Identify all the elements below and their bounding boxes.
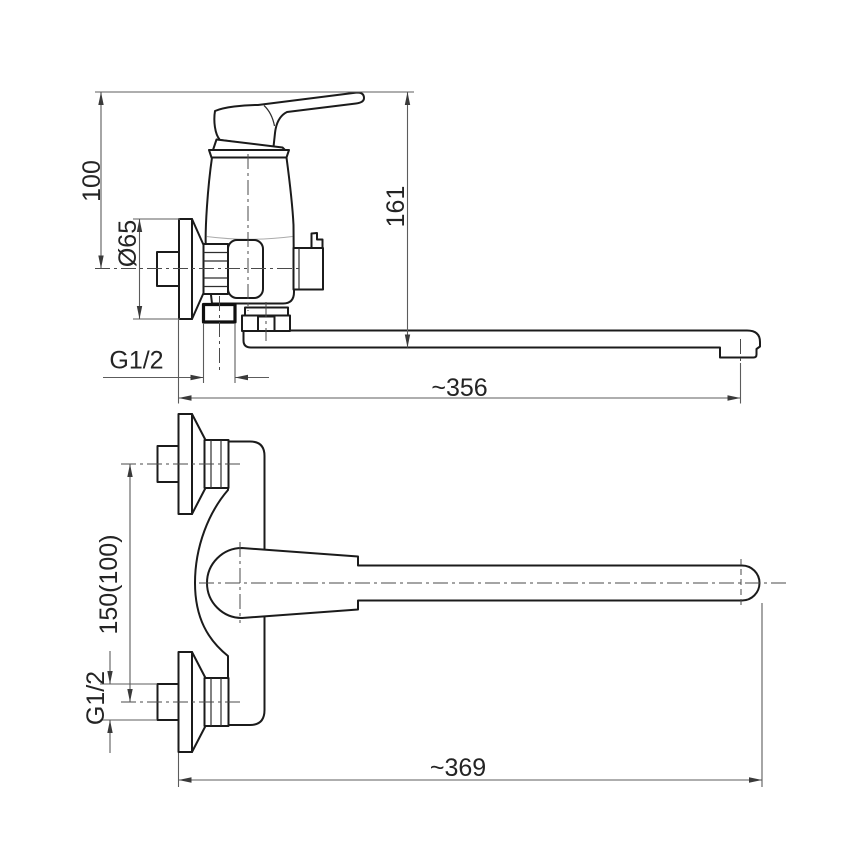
front-view-centerlines	[121, 463, 786, 703]
front-view: 150(100) G1/2 ~369	[82, 413, 786, 787]
front-view-dimensions: 150(100) G1/2 ~369	[82, 464, 763, 787]
handle-lever	[213, 91, 365, 148]
diverter-knob	[310, 232, 324, 249]
handle-cap	[208, 149, 290, 159]
side-view-dimensions: 100 Ø65 161	[78, 91, 742, 404]
dim-label-handle-height: 100	[78, 160, 106, 202]
dim-flange-diameter: Ø65	[114, 218, 180, 320]
spout-front	[206, 547, 761, 619]
side-view: 100 Ø65 161	[78, 91, 761, 404]
dim-label-flange-diameter: Ø65	[114, 220, 142, 267]
spout-side	[242, 329, 761, 359]
dim-connection-thread: G1/2	[82, 651, 157, 753]
handle-crease-line	[263, 105, 276, 127]
dim-spout-reach: ~356	[177, 320, 742, 404]
nut-facet-lines-side	[203, 251, 228, 288]
dim-label-connection-centers: 150(100)	[95, 534, 123, 634]
dim-overall-height: 161	[382, 92, 411, 348]
dim-label-spout-reach: ~356	[431, 374, 487, 402]
dim-overall-length: ~369	[177, 603, 763, 787]
dim-label-outlet-thread: G1/2	[109, 347, 163, 375]
dim-label-connection-thread: G1/2	[82, 671, 110, 725]
dim-connection-centers: 150(100)	[95, 464, 133, 702]
dim-handle-height: 100	[78, 92, 106, 269]
side-view-centerlines	[95, 154, 741, 372]
dim-label-overall-height: 161	[382, 186, 410, 228]
dim-label-overall-length: ~369	[430, 754, 486, 782]
dim-outlet-thread: G1/2	[103, 323, 269, 383]
